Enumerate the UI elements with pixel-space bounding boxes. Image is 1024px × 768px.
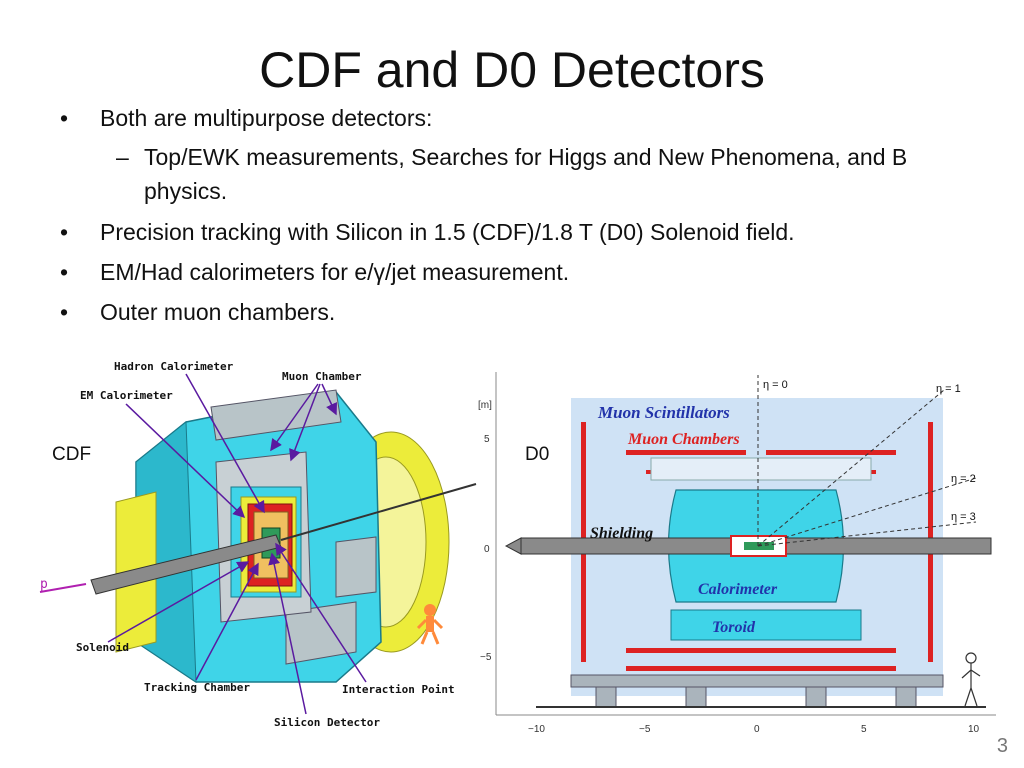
d0-muon-bar [766, 450, 896, 455]
leader-arrow [275, 542, 367, 683]
sub-bullet-marker: – [116, 144, 129, 170]
d0-x-tick: 10 [968, 724, 980, 735]
d0-support [805, 686, 827, 708]
leader-arrow [185, 373, 265, 514]
d0-muon-bar [626, 648, 896, 653]
cdf-label-silicon-detector: Silicon Detector [274, 716, 380, 729]
bullet-item: • Outer muon chambers. [60, 292, 980, 332]
d0-eta-label: η = 3 [951, 511, 976, 523]
d0-toroid [670, 609, 862, 641]
d0-support [685, 686, 707, 708]
cdf-beam-line [280, 483, 477, 541]
d0-x-tick: −5 [639, 724, 651, 735]
d0-y-tick: 0 [484, 544, 490, 555]
leader-arrow [321, 383, 337, 416]
cdf-label-muon-chamber: Muon Chamber [282, 370, 362, 383]
cdf-label-em-calorimeter: EM Calorimeter [80, 389, 173, 402]
bullet-item: • Precision tracking with Silicon in 1.5… [60, 212, 980, 252]
d0-eta-line [757, 389, 945, 547]
d0-detector-diagram: [m] 5 0 −5 −10 −5 0 5 10 [478, 372, 996, 735]
cdf-muon-slab [335, 536, 377, 598]
slide-title: CDF and D0 Detectors [259, 42, 765, 98]
d0-eta-line [757, 521, 977, 547]
d0-support [895, 686, 917, 708]
bullet-marker: • [60, 299, 69, 325]
d0-y-tick: 5 [484, 434, 490, 445]
d0-label-calorimeter: Calorimeter [698, 581, 778, 598]
bullet-marker: • [60, 219, 69, 245]
bullet-text: Outer muon chambers. [100, 299, 336, 325]
cdf-label-hadron-calorimeter: Hadron Calorimeter [114, 360, 234, 373]
d0-eta-label: η = 2 [951, 473, 976, 485]
sub-bullet-item: – Top/EWK measurements, Searches for Hig… [60, 140, 980, 208]
cdf-label-interaction-point: Interaction Point [342, 683, 455, 696]
cdf-side-label: CDF [52, 444, 92, 465]
d0-toroid-top [650, 457, 872, 481]
leader-arrow [125, 403, 246, 519]
cdf-proton-arrow [39, 583, 87, 593]
d0-label-muon-chambers: Muon Chambers [627, 431, 740, 448]
d0-unit-label: [m] [478, 400, 492, 411]
bullet-text: EM/Had calorimeters for e/γ/jet measurem… [100, 259, 570, 285]
leader-arrow [289, 383, 321, 462]
d0-shielding-cone [504, 537, 522, 555]
cdf-muon-slab [210, 389, 342, 441]
d0-label-toroid: Toroid [712, 619, 756, 636]
leader-arrow [270, 383, 319, 452]
d0-floor-beam [570, 674, 944, 688]
page-number: 3 [996, 735, 1008, 757]
person-scale-icon [961, 652, 981, 707]
d0-muon-bar [626, 450, 746, 455]
cdf-label-proton: p [40, 577, 48, 592]
d0-eta-label: η = 0 [763, 379, 788, 391]
d0-label-muon-scintillators: Muon Scintillators [597, 403, 730, 422]
d0-label-shielding: Shielding [590, 525, 653, 542]
d0-x-tick: −10 [528, 724, 545, 735]
bullet-text: Precision tracking with Silicon in 1.5 (… [100, 219, 795, 245]
d0-muon-bar [626, 666, 896, 671]
bullet-marker: • [60, 105, 69, 131]
leader-arrow [195, 562, 259, 681]
d0-y-tick: −5 [480, 652, 492, 663]
cdf-muon-slab [285, 601, 357, 665]
d0-x-tick: 0 [754, 724, 760, 735]
d0-support [595, 686, 617, 708]
bullet-list: • Both are multipurpose detectors: – Top… [60, 98, 980, 332]
leader-arrow [107, 561, 250, 643]
cdf-detector-diagram: p Hadron Calorimeter Muon Chamber EM Cal… [39, 360, 477, 729]
bullet-marker: • [60, 259, 69, 285]
d0-x-tick: 5 [861, 724, 867, 735]
cdf-label-tracking-chamber: Tracking Chamber [144, 681, 250, 694]
bullet-item: • EM/Had calorimeters for e/γ/jet measur… [60, 252, 980, 292]
d0-eta-label: η = 1 [936, 383, 961, 395]
bullet-item: • Both are multipurpose detectors: [60, 98, 980, 138]
leader-arrow [268, 552, 307, 715]
sub-bullet-text: Top/EWK measurements, Searches for Higgs… [144, 144, 908, 204]
person-scale-icon [416, 604, 444, 645]
cdf-label-solenoid: Solenoid [76, 641, 129, 654]
bullet-text: Both are multipurpose detectors: [100, 105, 433, 131]
d0-side-label: D0 [525, 444, 550, 465]
d0-eta-line [757, 477, 977, 547]
